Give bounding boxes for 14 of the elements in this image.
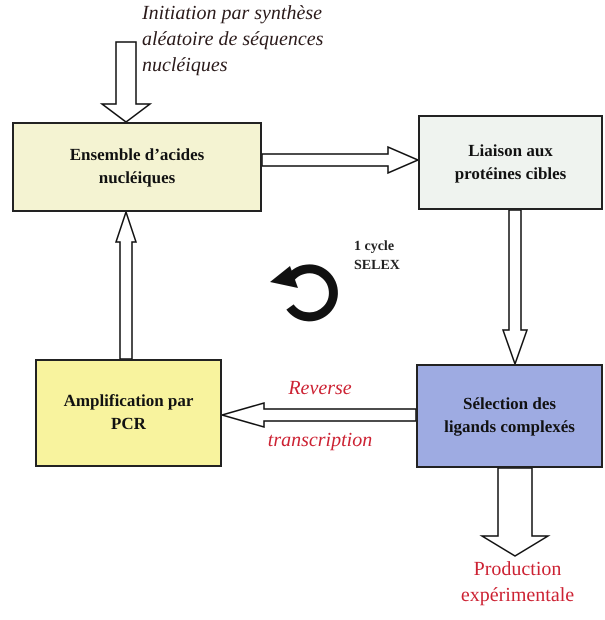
block-arrow: [114, 210, 138, 360]
process-box: Sélection des ligands complexés: [416, 364, 603, 468]
process-box: Ensemble d’acides nucléiques: [12, 122, 262, 212]
step-text: Initiation par synthèse aléatoire de séquences nucléiques: [142, 0, 367, 78]
block-arrow: [502, 209, 528, 366]
step-text: Production expérimentale: [435, 556, 600, 608]
process-box: Liaison aux protéines cibles: [418, 115, 603, 210]
block-arrow: [219, 402, 417, 428]
edge-label: Reverse transcription: [266, 376, 374, 453]
cycle-label: 1 cycle SELEX: [354, 238, 401, 275]
block-arrow: [100, 41, 152, 123]
block-arrow: [261, 146, 420, 174]
block-arrow: [479, 467, 551, 557]
process-box: Amplification par PCR: [35, 359, 222, 467]
